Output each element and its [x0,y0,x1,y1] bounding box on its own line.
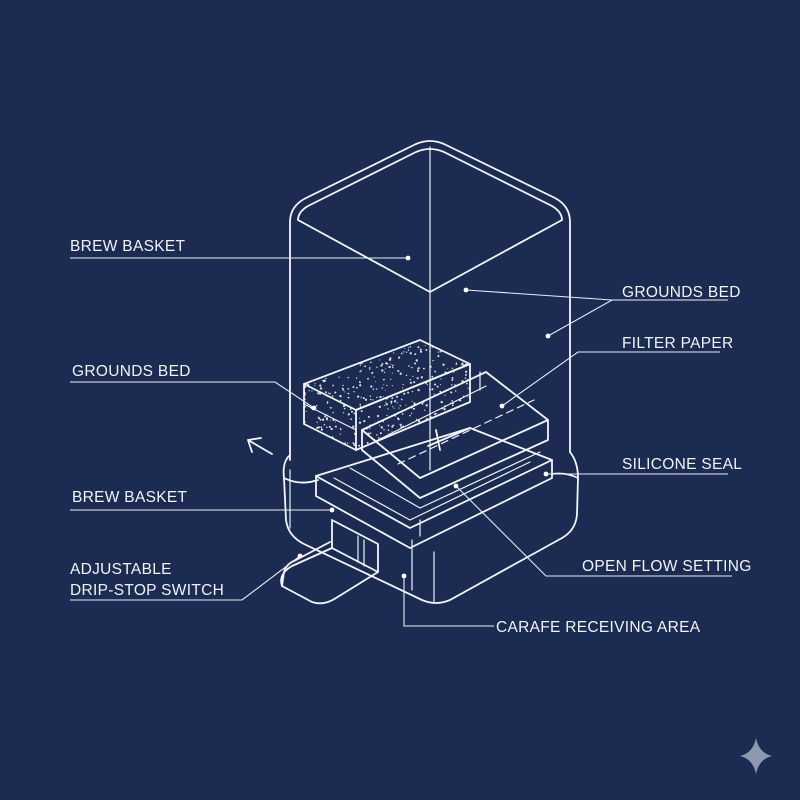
drip-stop-switch-illustration [280,519,379,605]
filter-paper-plate [361,371,549,499]
base-housing [282,451,579,604]
label-drip-stop-line1: ADJUSTABLE [70,561,172,578]
label-brew-basket-lower: BREW BASKET [72,489,187,506]
basket-shell [289,140,571,471]
label-silicone-seal: SILICONE SEAL [622,456,742,473]
grounds-bed-block [303,339,471,451]
label-grounds-bed-left: GROUNDS BED [72,363,191,380]
label-brew-basket-top: BREW BASKET [70,238,185,255]
brewer-illustration [247,140,579,605]
label-carafe-receiving-area: CARAFE RECEIVING AREA [496,619,701,636]
sparkle-icon [740,738,772,774]
leader-lines [70,255,732,627]
labels: BREW BASKET GROUNDS BED BREW BASKET ADJU… [70,238,752,636]
label-grounds-bed-right: GROUNDS BED [622,284,741,301]
inner-tray [315,427,553,549]
direction-arrow-icon [247,437,273,455]
label-drip-stop-line2: DRIP-STOP SWITCH [70,582,224,599]
label-filter-paper: FILTER PAPER [622,335,734,352]
label-open-flow-setting: OPEN FLOW SETTING [582,558,752,575]
